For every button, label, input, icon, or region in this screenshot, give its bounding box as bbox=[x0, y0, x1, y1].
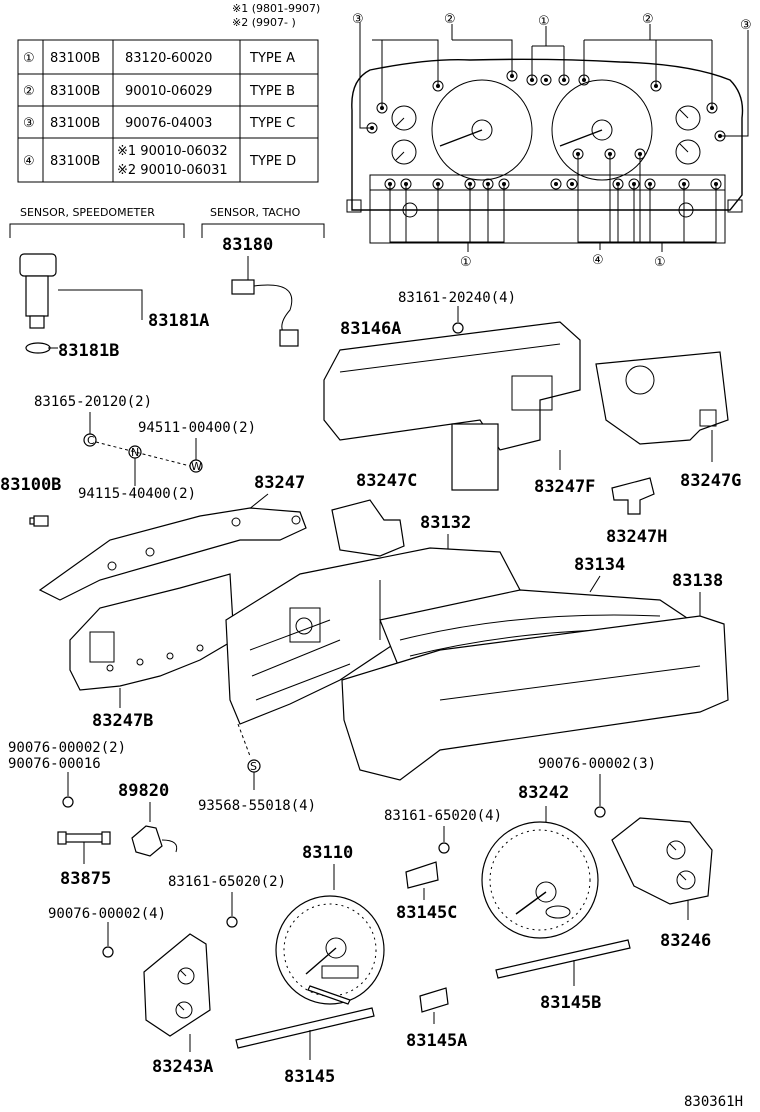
label-83247: 83247 bbox=[254, 473, 305, 493]
legend-row-4-key: ④ bbox=[23, 154, 35, 169]
label-83100B: 83100B bbox=[0, 475, 61, 495]
label-83161-65020-4: 83161-65020(4) bbox=[384, 808, 502, 824]
printed-circuit-83247G bbox=[595, 351, 729, 445]
label-83132: 83132 bbox=[420, 513, 471, 533]
label-83145B: 83145B bbox=[540, 993, 601, 1013]
label-83180: 83180 bbox=[222, 235, 273, 255]
label-83134: 83134 bbox=[574, 555, 625, 575]
label-83247H: 83247H bbox=[606, 527, 667, 547]
gauge-83246 bbox=[611, 817, 713, 905]
label-83247F: 83247F bbox=[534, 477, 595, 497]
legend-row-2-key: ② bbox=[23, 84, 35, 99]
callout-1-bottom-b: ① bbox=[654, 255, 666, 270]
bracket-83247H bbox=[611, 477, 655, 515]
label-83181B: 83181B bbox=[58, 341, 119, 361]
screw-90076-00002-4 bbox=[102, 946, 114, 958]
glass-83138 bbox=[341, 615, 729, 781]
label-94511-00400: 94511-00400(2) bbox=[138, 420, 256, 436]
label-83161-65020-2: 83161-65020(2) bbox=[168, 874, 286, 890]
window-83145C bbox=[405, 861, 439, 889]
callout-1-top: ① bbox=[538, 14, 550, 29]
label-90076-00016: 90076-00016 bbox=[8, 756, 101, 772]
sensor-tacho-label: SENSOR, TACHO bbox=[210, 206, 301, 219]
screw-90076-00002-2 bbox=[62, 796, 74, 808]
label-83146A: 83146A bbox=[340, 319, 401, 339]
legend-row-1-type: TYPE A bbox=[249, 51, 295, 66]
label-83110: 83110 bbox=[302, 843, 353, 863]
legend-row-4-type: TYPE D bbox=[249, 154, 296, 169]
label-89820: 89820 bbox=[118, 781, 169, 801]
label-83145: 83145 bbox=[284, 1067, 335, 1087]
legend-row-1-key: ① bbox=[23, 51, 35, 66]
relay-89820 bbox=[131, 825, 178, 857]
sensor-speedometer-label: SENSOR, SPEEDOMETER bbox=[20, 206, 155, 219]
legend-row-2-number: 90010-06029 bbox=[125, 84, 212, 99]
legend-row-1-part: 83100B bbox=[50, 51, 100, 66]
screw-90076-00002-3 bbox=[594, 806, 606, 818]
bulb-83100B bbox=[29, 515, 49, 527]
label-83145A: 83145A bbox=[406, 1031, 467, 1051]
legend-row-4-number-2: ※2 90010-06031 bbox=[117, 163, 228, 178]
label-83181A: 83181A bbox=[148, 311, 209, 331]
speedometer-83110 bbox=[275, 895, 385, 1005]
label-83161-20240: 83161-20240(4) bbox=[398, 290, 516, 306]
legend-row-3-type: TYPE C bbox=[249, 116, 295, 131]
legend-row-4-number-1: ※1 90010-06032 bbox=[117, 144, 228, 159]
label-83243A: 83243A bbox=[152, 1057, 213, 1077]
cluster-front-view bbox=[346, 22, 749, 252]
note-2: ※2 (9907- ) bbox=[232, 16, 296, 29]
label-94115-40400: 94115-40400(2) bbox=[78, 486, 196, 502]
label-90076-00002-4: 90076-00002(4) bbox=[48, 906, 166, 922]
tachometer-83242 bbox=[481, 821, 599, 939]
symbol-n: N bbox=[131, 446, 139, 459]
legend-row-2-part: 83100B bbox=[50, 84, 100, 99]
printed-circuit-83247 bbox=[38, 507, 307, 601]
symbol-s: S bbox=[250, 760, 257, 773]
legend-table: ① 83100B 83120-60020 TYPE A ② 83100B 900… bbox=[17, 39, 319, 183]
printed-circuit-83247C bbox=[331, 499, 405, 557]
legend-row-4-part: 83100B bbox=[50, 154, 100, 169]
legend-row-3-number: 90076-04003 bbox=[125, 116, 212, 131]
callout-3-left: ③ bbox=[352, 12, 364, 27]
callout-1-bottom-a: ① bbox=[460, 255, 472, 270]
label-83246: 83246 bbox=[660, 931, 711, 951]
printed-circuit-83247B bbox=[69, 573, 235, 691]
bar-83145B bbox=[495, 939, 631, 979]
window-83145A bbox=[419, 987, 449, 1013]
callout-3-right: ③ bbox=[740, 18, 752, 33]
label-93568-55018: 93568-55018(4) bbox=[198, 798, 316, 814]
legend-row-2-type: TYPE B bbox=[249, 84, 295, 99]
label-83165-20120: 83165-20120(2) bbox=[34, 394, 152, 410]
callout-4-bottom: ④ bbox=[592, 253, 604, 268]
label-83138: 83138 bbox=[672, 571, 723, 591]
bar-83145 bbox=[235, 1007, 375, 1049]
gauge-83243A bbox=[143, 933, 211, 1037]
label-83242: 83242 bbox=[518, 783, 569, 803]
label-90076-00002-3: 90076-00002(3) bbox=[538, 756, 656, 772]
legend-row-3-key: ③ bbox=[23, 116, 35, 131]
label-90076-00002-2: 90076-00002(2) bbox=[8, 740, 126, 756]
screw-83161-65020-4 bbox=[438, 842, 450, 854]
label-83247G: 83247G bbox=[680, 471, 741, 491]
speed-sensor-part bbox=[19, 253, 57, 354]
note-1: ※1 (9801-9907) bbox=[232, 2, 320, 15]
label-83247B: 83247B bbox=[92, 711, 153, 731]
callout-2-a: ② bbox=[444, 12, 456, 27]
symbol-w: W bbox=[191, 460, 202, 473]
legend-row-1-number: 83120-60020 bbox=[125, 51, 212, 66]
callout-2-b: ② bbox=[642, 12, 654, 27]
label-83145C: 83145C bbox=[396, 903, 457, 923]
label-83875: 83875 bbox=[60, 869, 111, 889]
figure-code: 830361H bbox=[684, 1094, 743, 1110]
symbol-c: C bbox=[87, 434, 95, 447]
screw-83161-65020-2 bbox=[226, 916, 238, 928]
tacho-sensor-part bbox=[231, 279, 299, 347]
legend-row-3-part: 83100B bbox=[50, 116, 100, 131]
label-83247C: 83247C bbox=[356, 471, 417, 491]
printed-circuit-83146A bbox=[323, 321, 581, 491]
